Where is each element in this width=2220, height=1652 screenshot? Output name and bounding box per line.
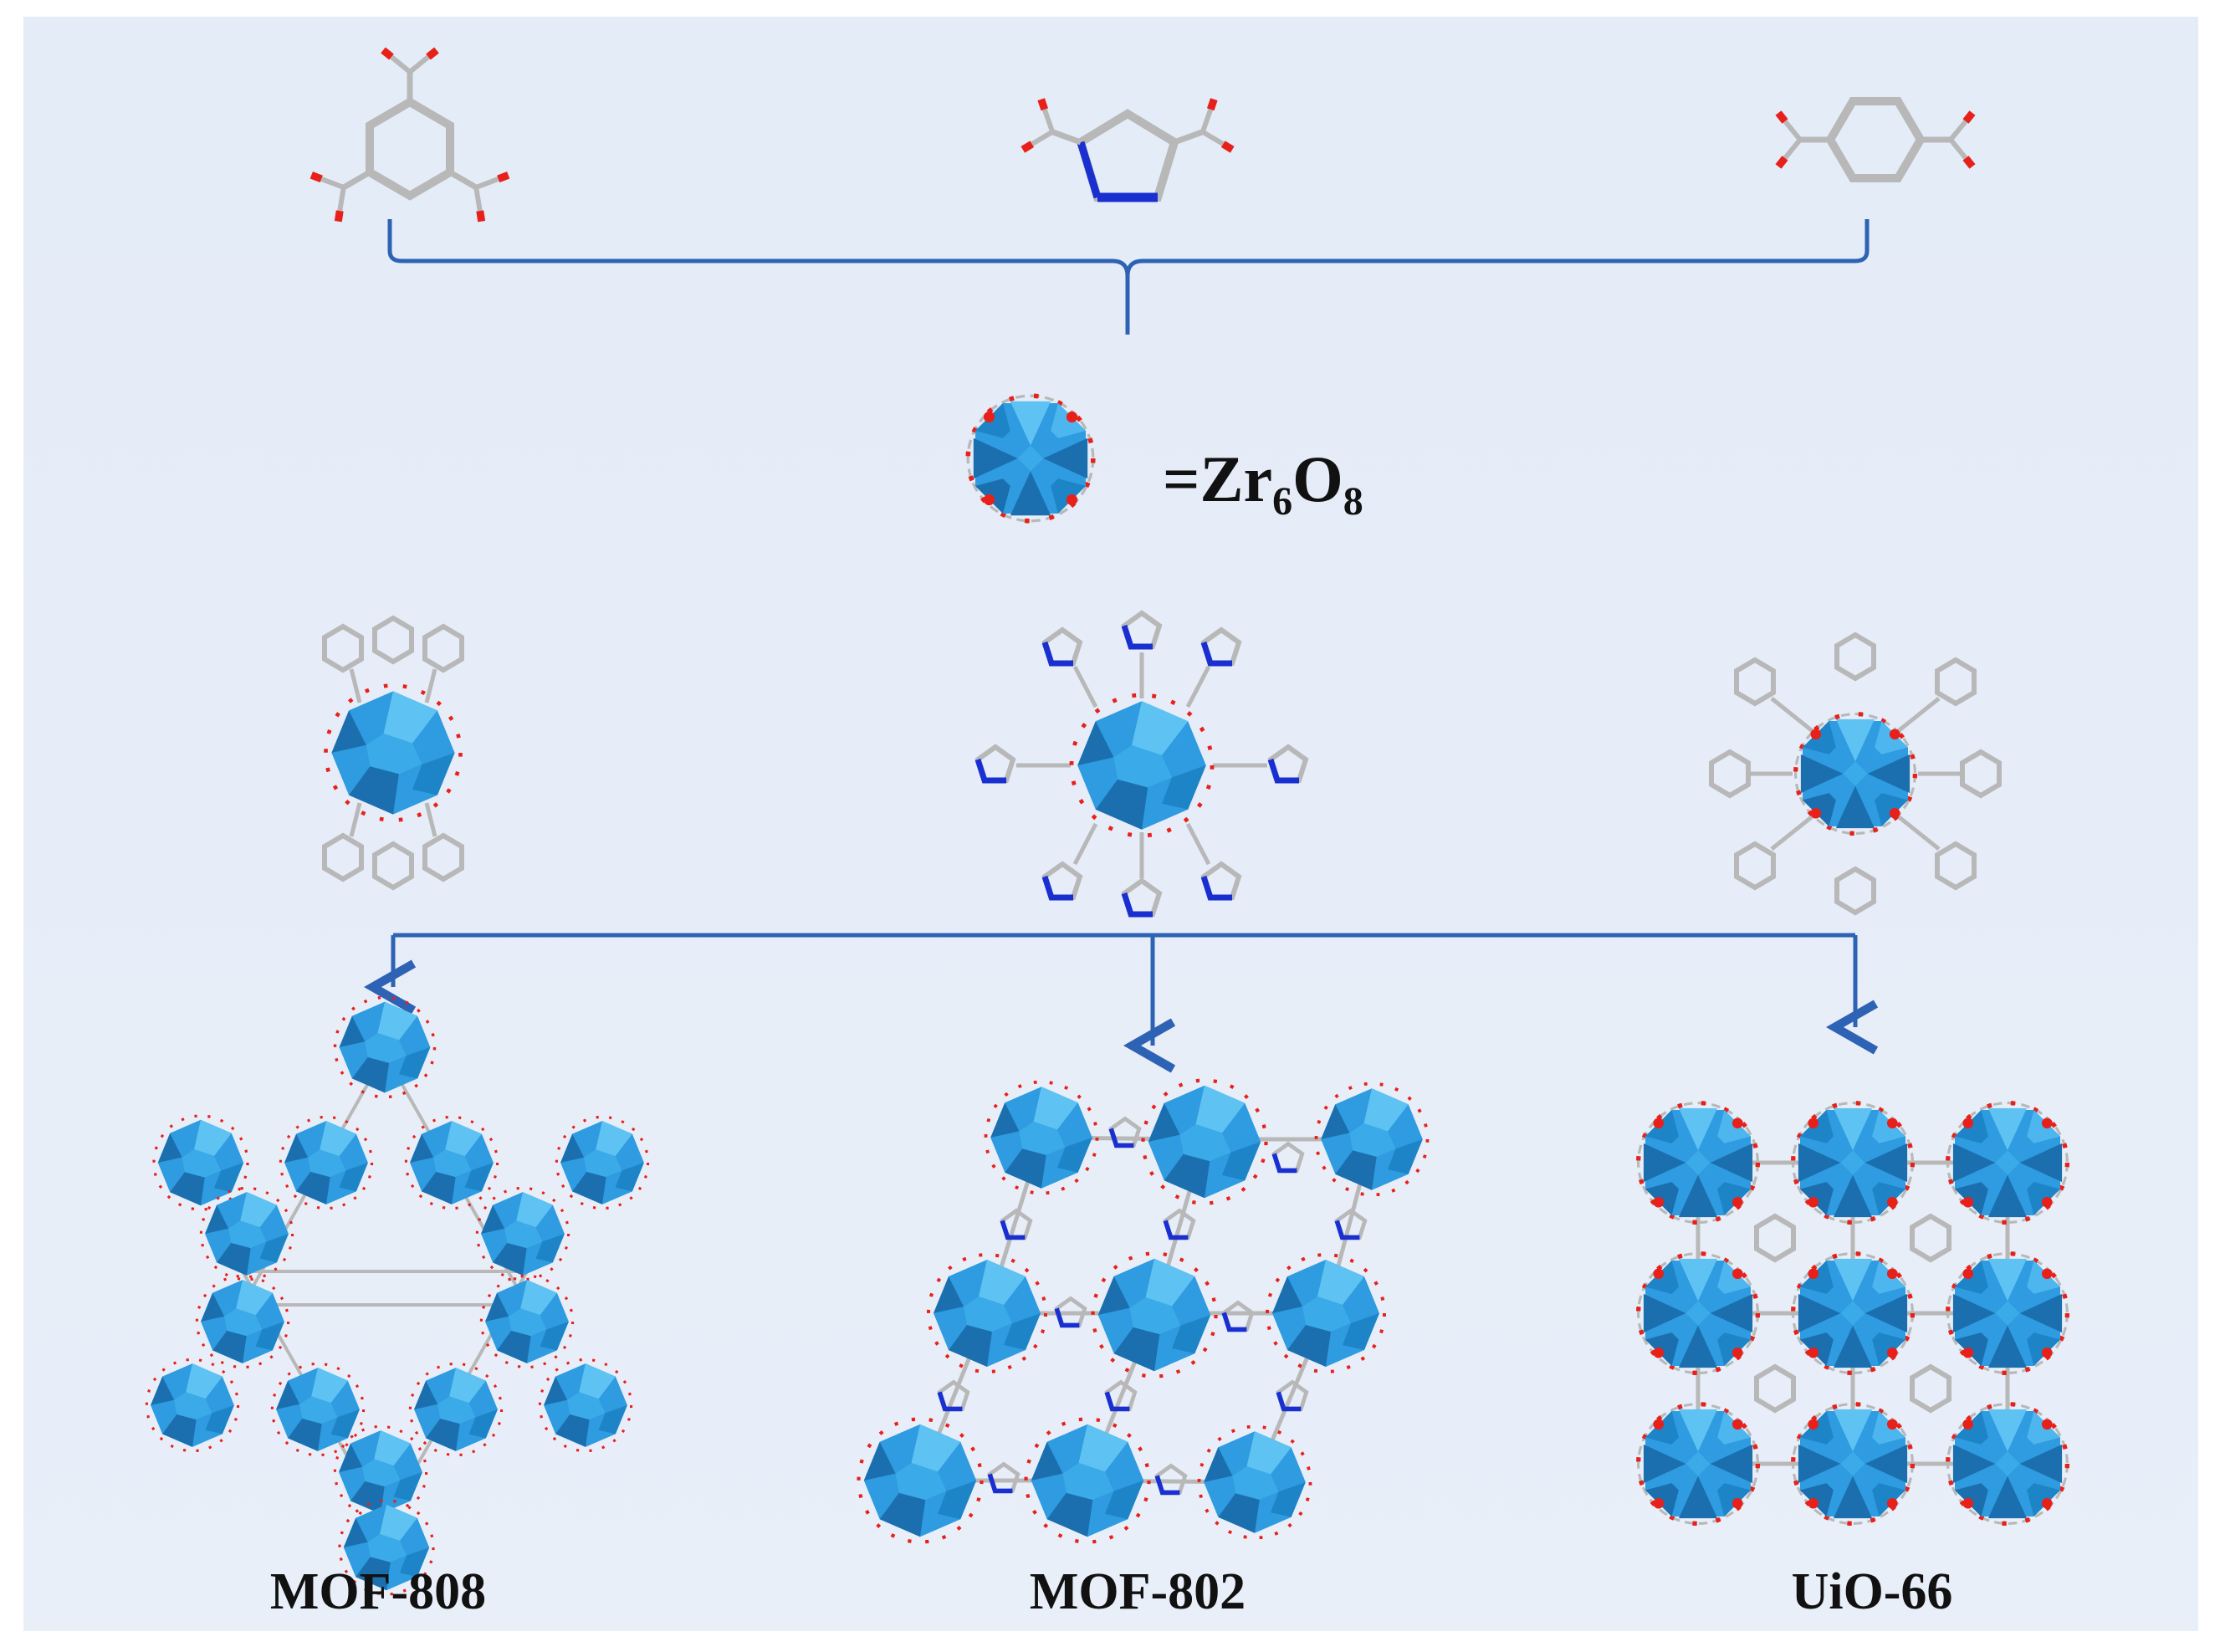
uio66-label: UiO-66 <box>1791 1563 1953 1620</box>
uio66-framework <box>1639 1103 2068 1524</box>
mof808-sbu <box>325 618 462 887</box>
mof808-framework <box>145 995 650 1596</box>
mof802-framework <box>859 1081 1430 1542</box>
mof802-label: MOF-802 <box>1029 1563 1246 1620</box>
bdc-linker <box>1778 97 1972 182</box>
distribution-arrows <box>393 933 1855 1046</box>
zr6o8-cluster-icon <box>968 396 1093 521</box>
mof808-label: MOF-808 <box>269 1563 487 1620</box>
uio66-sbu <box>1711 635 1999 913</box>
pdc-linker <box>1023 100 1232 202</box>
linker-brace <box>387 219 1870 335</box>
btc-linker <box>311 50 508 222</box>
mof802-sbu <box>978 613 1306 914</box>
cluster-formula-label: =Zr6O8 <box>1163 442 1363 524</box>
